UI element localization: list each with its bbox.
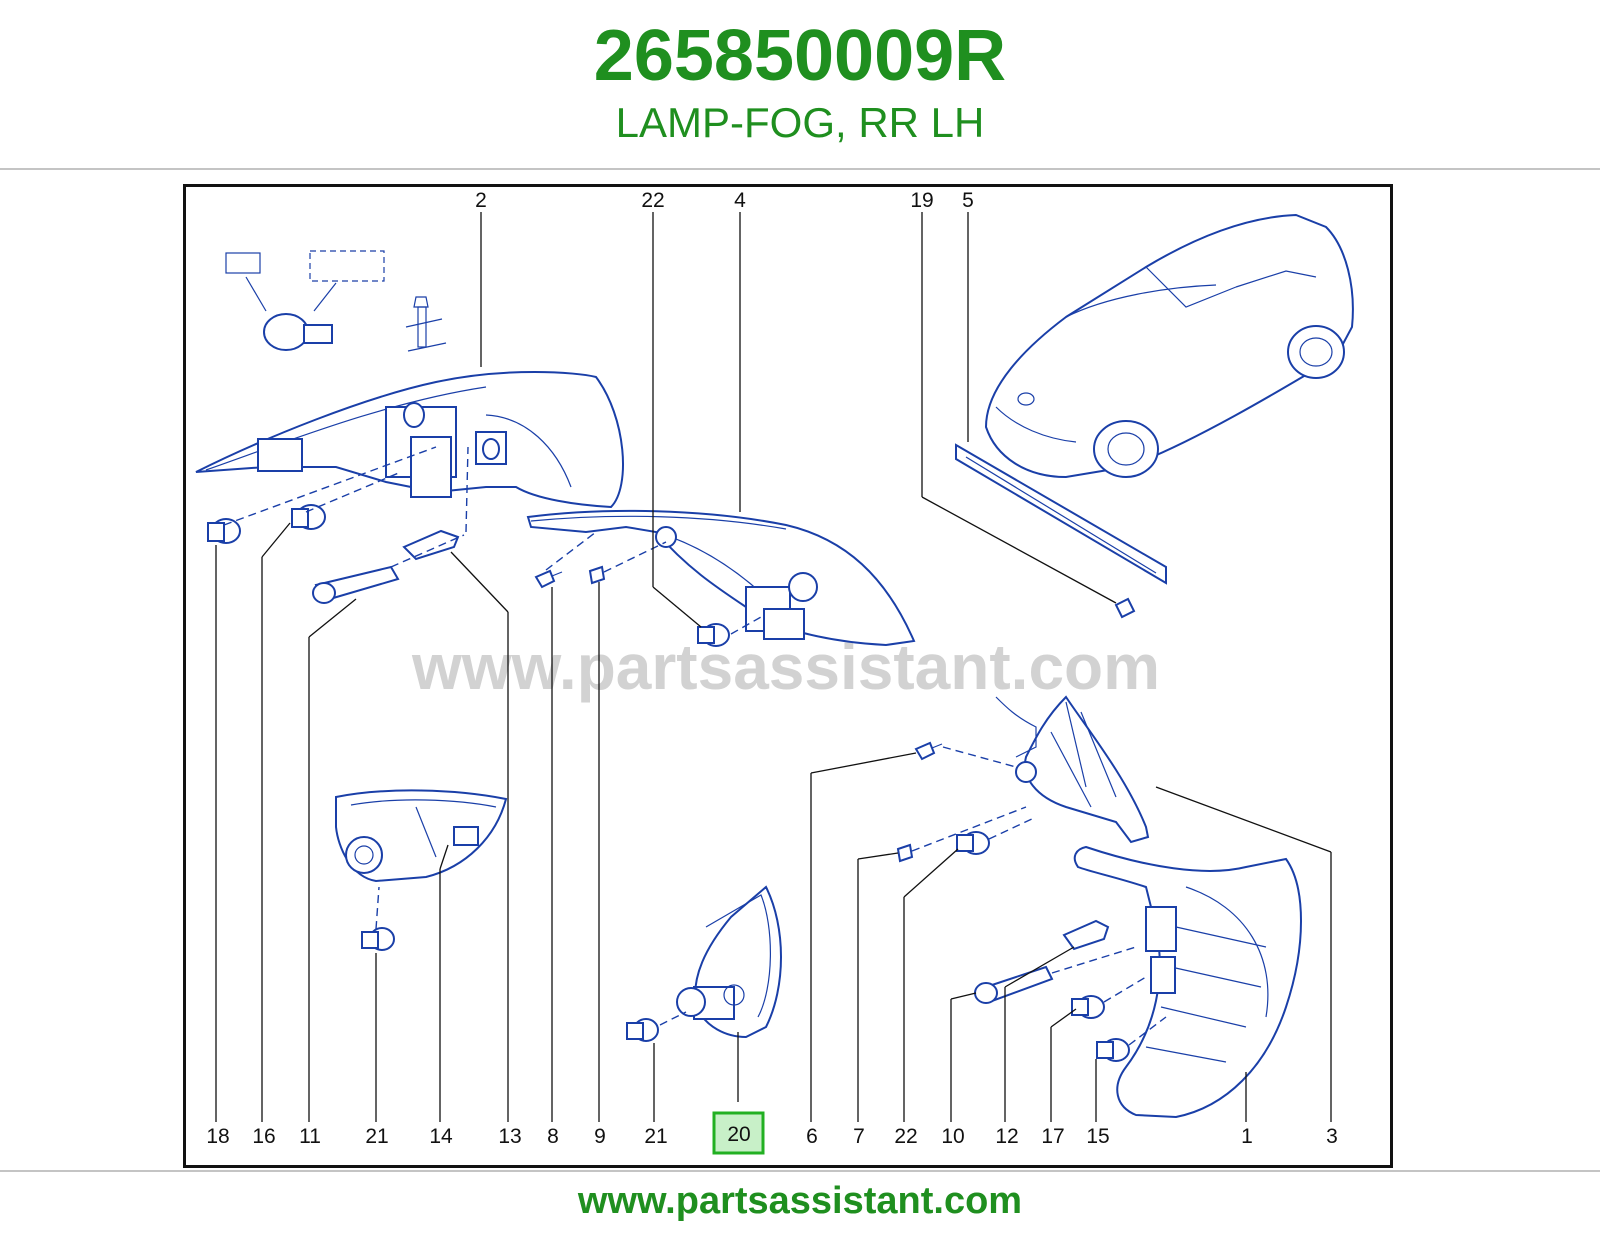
callout-12[interactable]: 12 bbox=[995, 1125, 1018, 1148]
callout-10[interactable]: 10 bbox=[941, 1125, 964, 1148]
screw-8 bbox=[534, 569, 563, 589]
tail-lamp-1 bbox=[1073, 845, 1302, 1119]
screw-6 bbox=[914, 741, 943, 761]
callout-22-bottom[interactable]: 22 bbox=[894, 1125, 917, 1148]
callout-20[interactable]: 20 bbox=[727, 1123, 750, 1146]
lamp-14 bbox=[335, 789, 508, 883]
bracket-12 bbox=[1062, 919, 1110, 951]
vehicle-illustration bbox=[984, 213, 1354, 479]
callout-highlight-box bbox=[712, 1111, 765, 1155]
watermark: www.partsassistant.com bbox=[411, 631, 1160, 703]
callout-8[interactable]: 8 bbox=[547, 1125, 559, 1148]
clip-7 bbox=[896, 843, 914, 863]
callout-2[interactable]: 2 bbox=[475, 189, 487, 212]
callout-15[interactable]: 15 bbox=[1086, 1125, 1109, 1148]
callout-3[interactable]: 3 bbox=[1326, 1125, 1338, 1148]
clip-19 bbox=[1114, 597, 1136, 619]
callout-17[interactable]: 17 bbox=[1041, 1125, 1064, 1148]
callout-9[interactable]: 9 bbox=[594, 1125, 606, 1148]
headlamp-assembly bbox=[195, 371, 624, 509]
headlamp-4 bbox=[526, 509, 916, 647]
callout-18[interactable]: 18 bbox=[206, 1125, 229, 1148]
callout-6[interactable]: 6 bbox=[806, 1125, 818, 1148]
bolt-10 bbox=[974, 965, 1054, 1004]
callout-5[interactable]: 5 bbox=[962, 189, 974, 212]
bulb-21-left bbox=[361, 927, 395, 951]
header-divider bbox=[0, 168, 1600, 170]
bulb-18 bbox=[207, 518, 241, 544]
trim-strip-5 bbox=[955, 443, 1167, 585]
bolt-11 bbox=[312, 565, 400, 604]
top-callouts: 2 22 4 19 5 bbox=[475, 189, 974, 212]
bracket-13 bbox=[402, 529, 460, 561]
tail-lamp-3 bbox=[995, 695, 1150, 844]
callout-22-top[interactable]: 22 bbox=[641, 189, 664, 212]
bulb-21-middle bbox=[626, 1018, 659, 1042]
bulb-15 bbox=[1096, 1038, 1130, 1062]
diagram-canvas: .ln{stroke:#111;stroke-width:1.3;fill:no… bbox=[195, 189, 1354, 1155]
callout-11[interactable]: 11 bbox=[299, 1125, 321, 1148]
bottom-callouts: 18 16 11 21 14 13 8 9 21 20 6 7 22 10 12… bbox=[206, 1123, 1338, 1148]
footer-divider bbox=[0, 1170, 1600, 1172]
exploded-diagram: .ln{stroke:#111;stroke-width:1.3;fill:no… bbox=[183, 184, 1393, 1168]
bulb-22-upper bbox=[697, 623, 730, 647]
callout-21-left[interactable]: 21 bbox=[365, 1125, 388, 1148]
callout-7[interactable]: 7 bbox=[853, 1125, 865, 1148]
part-description: LAMP-FOG, RR LH bbox=[615, 99, 985, 146]
bulb-17 bbox=[1071, 995, 1105, 1019]
callout-19[interactable]: 19 bbox=[910, 189, 933, 212]
clip-9 bbox=[588, 565, 606, 585]
callout-16[interactable]: 16 bbox=[252, 1125, 275, 1148]
callout-13[interactable]: 13 bbox=[498, 1125, 521, 1148]
callout-4[interactable]: 4 bbox=[734, 189, 746, 212]
bulb-reference-icons bbox=[225, 250, 447, 352]
callout-14[interactable]: 14 bbox=[429, 1125, 453, 1148]
footer-website-link[interactable]: www.partsassistant.com bbox=[577, 1180, 1023, 1222]
bulb-16 bbox=[291, 504, 326, 530]
leader-lines bbox=[215, 212, 1332, 1122]
lamp-20-fog-lamp bbox=[676, 885, 782, 1039]
callout-21-middle[interactable]: 21 bbox=[644, 1125, 667, 1148]
bulb-22-lower bbox=[956, 831, 990, 855]
callout-1[interactable]: 1 bbox=[1241, 1125, 1253, 1148]
part-number-title: 265850009R bbox=[593, 16, 1007, 96]
